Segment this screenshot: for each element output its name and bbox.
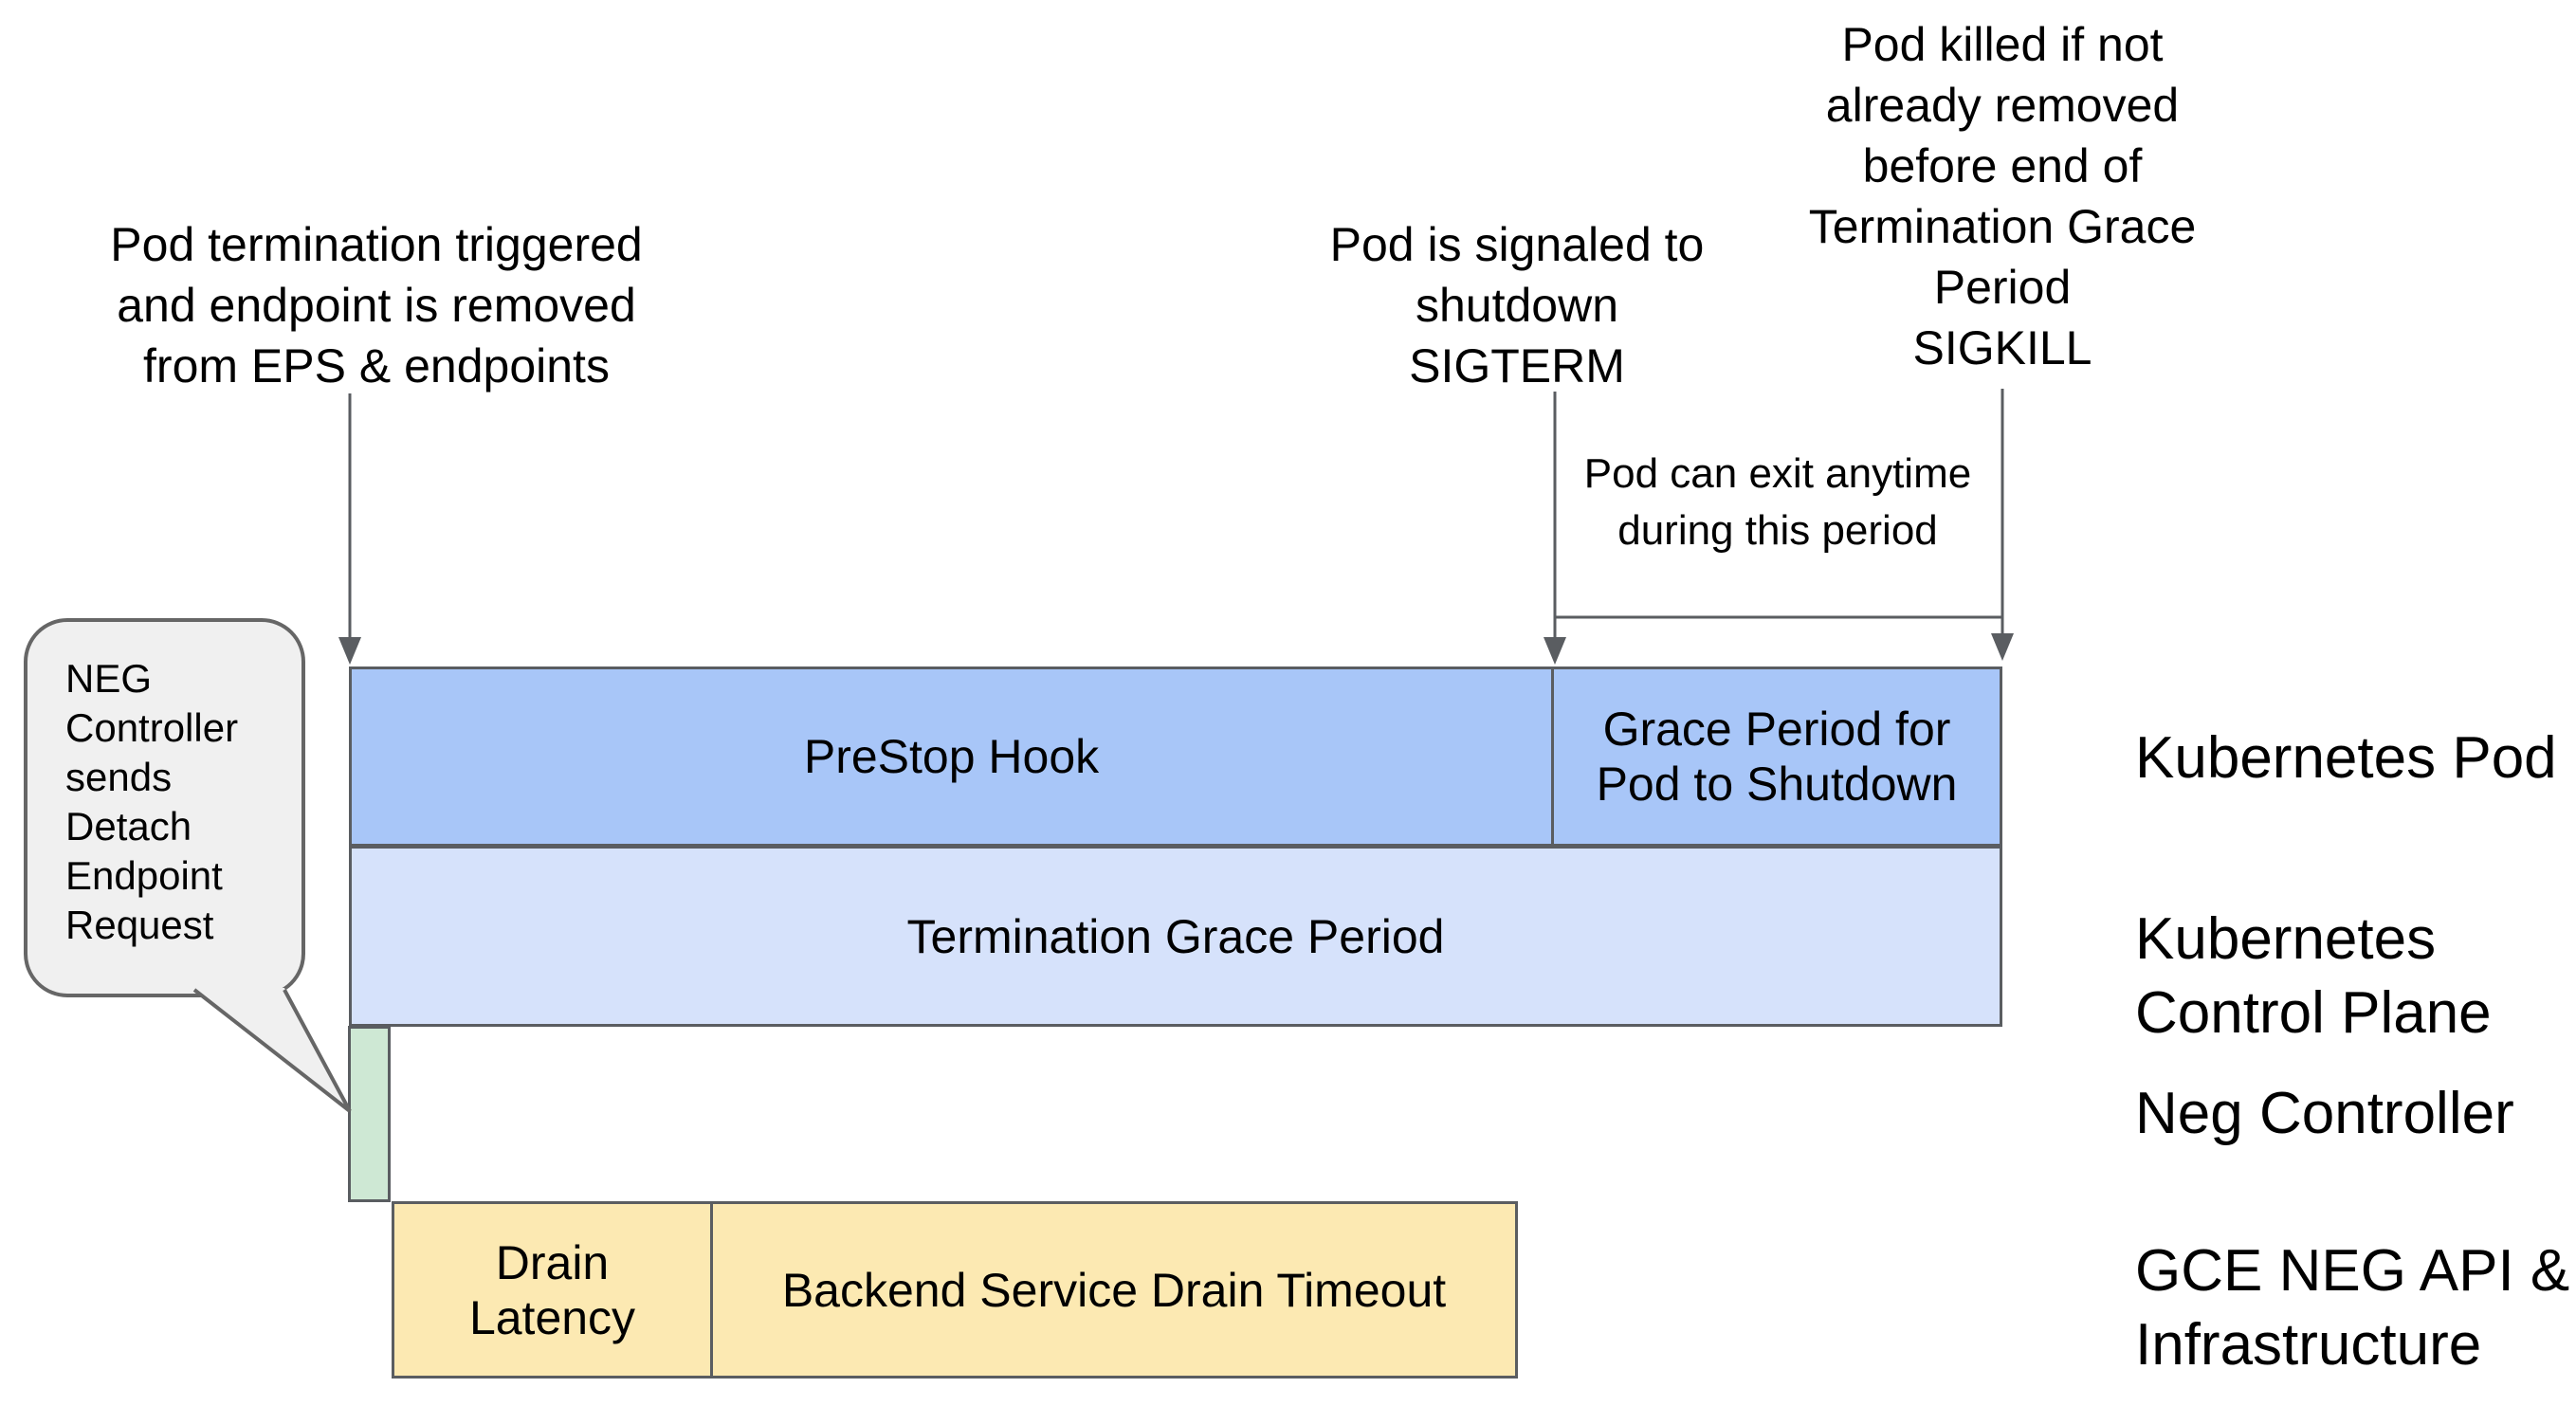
sigkill-arrowhead-icon <box>1991 633 2014 661</box>
annotation-line: during this period <box>1617 507 1938 554</box>
sigterm-arrowhead-icon <box>1544 637 1566 665</box>
bubble-line: NEG <box>65 656 153 701</box>
row-label-line: Control Plane <box>2135 980 2492 1046</box>
annotation-line: Termination Grace <box>1808 200 2197 253</box>
bubble-line: Controller <box>65 705 239 750</box>
annotation-line: already removed <box>1825 79 2180 132</box>
annotation-line: Pod killed if not <box>1841 18 2164 71</box>
annotation-line: before end of <box>1862 139 2143 192</box>
annotation-line: SIGKILL <box>1912 321 2092 374</box>
speech-bubble-tail-outline <box>192 988 352 1113</box>
row-label-line: Kubernetes Pod <box>2135 725 2557 791</box>
row-label-control-plane: Kubernetes Control Plane <box>2135 903 2576 1050</box>
bubble-line: sends <box>65 755 173 799</box>
termination-grace-period-bar: Termination Grace Period <box>352 849 2000 1024</box>
annotation-line: Pod is signaled to <box>1329 218 1705 271</box>
annotation-sigkill: Pod killed if not already removed before… <box>1765 14 2239 378</box>
backend-drain-timeout-label: Backend Service Drain Timeout <box>781 1263 1447 1317</box>
row-label-gce-neg: GCE NEG API & Infrastructure <box>2135 1234 2576 1382</box>
annotation-line: and endpoint is removed <box>117 279 636 332</box>
annotation-line: shutdown <box>1415 279 1619 332</box>
annotation-sigterm: Pod is signaled to shutdown SIGTERM <box>1280 214 1754 396</box>
control-plane-row: Termination Grace Period <box>349 846 2002 1027</box>
annotation-line: SIGTERM <box>1409 339 1625 393</box>
annotation-line: from EPS & endpoints <box>143 339 610 393</box>
row-label-line: GCE NEG API & <box>2135 1238 2570 1304</box>
neg-controller-bar <box>348 1026 391 1202</box>
backend-drain-timeout-bar: Backend Service Drain Timeout <box>713 1204 1515 1376</box>
termination-grace-period-label: Termination Grace Period <box>906 909 1445 963</box>
bubble-line: Endpoint <box>65 853 223 898</box>
row-label-line: Kubernetes <box>2135 906 2437 972</box>
drain-latency-label-line: Latency <box>468 1290 636 1344</box>
bubble-line: Detach <box>65 804 192 849</box>
row-label-line: Infrastructure <box>2135 1312 2482 1378</box>
kubernetes-pod-row: PreStop Hook Grace Period for Pod to Shu… <box>349 666 2002 847</box>
grace-period-label-line: Grace Period for <box>1602 703 1951 756</box>
grace-period-bar: Grace Period for Pod to Shutdown <box>1554 669 2000 844</box>
annotation-line: Pod can exit anytime <box>1583 450 1972 497</box>
gce-neg-row: Drain Latency Backend Service Drain Time… <box>392 1201 1518 1379</box>
neg-controller-speech-bubble: NEG Controller sends Detach Endpoint Req… <box>24 618 305 997</box>
row-label-line: Neg Controller <box>2135 1081 2514 1146</box>
annotation-pod-termination: Pod termination triggered and endpoint i… <box>45 214 708 396</box>
grace-period-label-line: Pod to Shutdown <box>1596 758 1958 811</box>
drain-latency-bar: Drain Latency <box>394 1204 713 1376</box>
row-label-kubernetes-pod: Kubernetes Pod <box>2135 721 2576 795</box>
annotation-line: Period <box>1933 261 2072 314</box>
speech-bubble-tail <box>194 988 350 1111</box>
prestop-hook-label: PreStop Hook <box>803 730 1100 783</box>
annotation-pod-exit: Pod can exit anytime during this period <box>1541 446 2015 559</box>
pod-termination-arrowhead-icon <box>338 637 361 665</box>
drain-latency-label-line: Drain <box>495 1235 610 1289</box>
bubble-line: Request <box>65 903 214 947</box>
row-label-neg-controller: Neg Controller <box>2135 1077 2576 1151</box>
annotation-line: Pod termination triggered <box>110 218 643 271</box>
prestop-hook-bar: PreStop Hook <box>352 669 1554 844</box>
